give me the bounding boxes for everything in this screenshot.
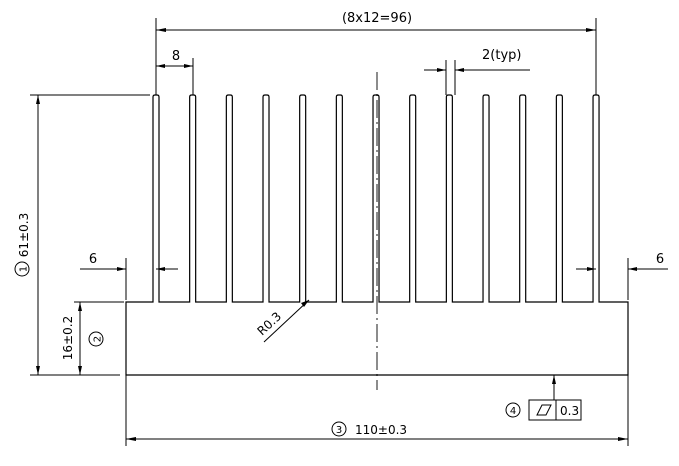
- arrow-head: [78, 366, 82, 375]
- edge-left-label: 6: [89, 252, 97, 267]
- callout-balloon: [88, 331, 104, 347]
- height-balloon-number: 1: [19, 266, 30, 272]
- callout-balloon: [505, 402, 521, 418]
- tolerance-frame: [528, 399, 582, 421]
- fin-pitch-label: 8: [172, 49, 180, 64]
- width-label: 110±0.3: [355, 423, 407, 437]
- arrow-head: [36, 366, 40, 375]
- arrow-head: [117, 267, 126, 271]
- arrow-head: [184, 64, 193, 68]
- arrow-head: [156, 64, 165, 68]
- edge-left-dimension: 6: [80, 252, 178, 300]
- arrow-head: [587, 267, 596, 271]
- edge-right-label: 6: [656, 252, 664, 267]
- pitch-total-label: (8x12=96): [342, 11, 412, 26]
- base-height-dimension: 16±0.2 2: [61, 301, 124, 375]
- pitch-total-dimension: (8x12=96): [155, 11, 597, 95]
- fin-pitch-dimension: 8: [156, 49, 194, 95]
- fin-thickness-dimension: 2(typ): [424, 48, 530, 95]
- width-dimension: 3 110±0.3: [125, 302, 629, 446]
- arrow-head: [437, 68, 446, 72]
- fin-thickness-label: 2(typ): [482, 48, 521, 63]
- arrow-head: [36, 95, 40, 104]
- arrow-head: [301, 300, 309, 307]
- callout-balloon: [14, 261, 30, 277]
- flatness-balloon-number: 4: [510, 406, 516, 417]
- width-balloon-number: 3: [336, 425, 342, 436]
- arrow-head: [586, 28, 596, 32]
- radius-label: R0.3: [254, 309, 284, 338]
- flatness-tolerance: 4 0.3: [505, 375, 582, 421]
- edge-right-dimension: 6: [576, 252, 668, 300]
- arrow-head: [126, 437, 136, 441]
- arrow-head: [455, 68, 464, 72]
- arrow-head: [552, 375, 556, 384]
- callout-balloon: [331, 421, 347, 437]
- base-height-label: 16±0.2: [61, 316, 75, 360]
- height-dimension: 61±0.3 1: [14, 94, 150, 376]
- arrow-head: [618, 437, 628, 441]
- arrow-head: [156, 267, 165, 271]
- height-label: 61±0.3: [17, 213, 31, 257]
- leader-line: [263, 299, 310, 343]
- flatness-value: 0.3: [560, 404, 579, 418]
- base-balloon-number: 2: [93, 336, 104, 342]
- flatness-icon: [536, 404, 552, 416]
- radius-callout: R0.3: [254, 299, 310, 343]
- arrow-head: [628, 267, 637, 271]
- arrow-head: [156, 28, 166, 32]
- arrow-head: [78, 302, 82, 311]
